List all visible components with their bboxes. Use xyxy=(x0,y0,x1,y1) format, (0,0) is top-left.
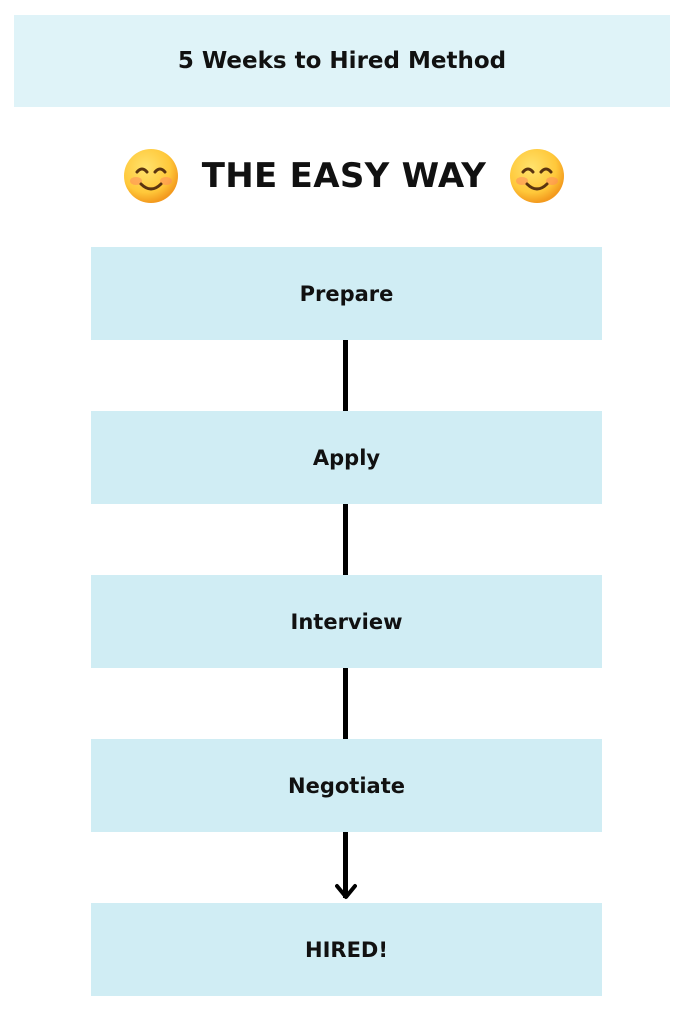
arrow-down-icon xyxy=(335,884,357,899)
step-interview: Interview xyxy=(91,575,602,668)
connector-line xyxy=(343,668,348,739)
step-hired: HIRED! xyxy=(91,903,602,996)
headline-row: THE EASY WAY xyxy=(0,140,688,212)
connector-arrow-line xyxy=(343,832,348,898)
step-prepare: Prepare xyxy=(91,247,602,340)
step-label: Interview xyxy=(290,609,403,634)
title-banner: 5 Weeks to Hired Method xyxy=(14,15,670,107)
step-apply: Apply xyxy=(91,411,602,504)
connector-line xyxy=(343,340,348,411)
step-label: Prepare xyxy=(299,281,394,306)
step-label: Negotiate xyxy=(288,773,405,798)
step-label: Apply xyxy=(312,445,381,470)
smiling-face-icon xyxy=(510,149,565,203)
smiling-face-icon xyxy=(123,149,178,203)
step-label: HIRED! xyxy=(305,937,388,962)
page-title: 5 Weeks to Hired Method xyxy=(177,48,507,74)
step-negotiate: Negotiate xyxy=(91,739,602,832)
connector-line xyxy=(343,504,348,575)
headline-text: THE EASY WAY xyxy=(201,156,487,196)
